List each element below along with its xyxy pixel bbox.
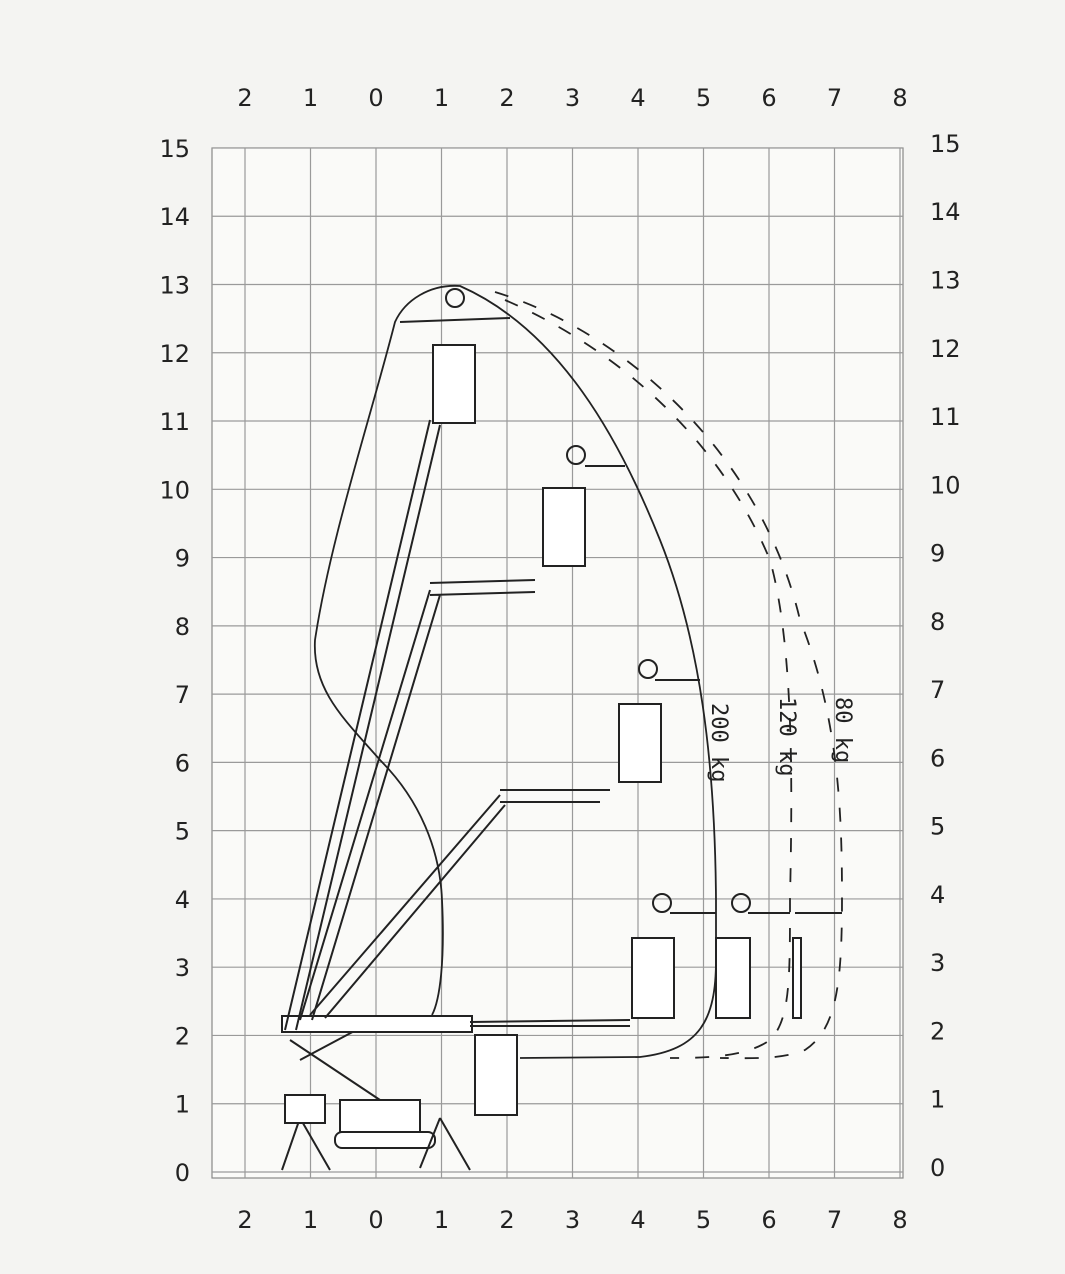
y-tick-left: 15 [159,135,190,163]
y-tick-left: 2 [175,1022,190,1050]
load-label-200kg: 200 kg [706,703,731,782]
y-tick-left: 0 [175,1159,190,1187]
y-tick-left: 7 [175,681,190,709]
x-tick-bottom: 2 [237,1206,252,1234]
y-tick-right: 2 [930,1017,945,1045]
x-tick-bottom: 1 [434,1206,449,1234]
envelope-80kg [494,291,843,1060]
y-tick-right: 10 [930,471,961,499]
x-tick-top: 4 [630,84,645,112]
y-tick-left: 13 [159,271,190,299]
y-tick-left: 8 [175,613,190,641]
spider-lift-machine [281,288,842,1171]
x-tick-top: 1 [303,84,318,112]
x-tick-top: 3 [565,84,580,112]
y-tick-left: 4 [175,886,190,914]
x-tick-top: 8 [892,84,907,112]
x-tick-top: 6 [761,84,776,112]
y-tick-right: 11 [930,403,961,431]
grid-frame [211,147,904,1179]
y-tick-right: 7 [930,676,945,704]
x-tick-bottom: 3 [565,1206,580,1234]
y-tick-right: 4 [930,881,945,909]
y-tick-left: 10 [159,476,190,504]
x-tick-top: 5 [696,84,711,112]
x-tick-bottom: 2 [499,1206,514,1234]
x-tick-bottom: 7 [827,1206,842,1234]
y-tick-right: 6 [930,744,945,772]
y-tick-right: 9 [930,540,945,568]
x-tick-bottom: 8 [892,1206,907,1234]
y-tick-right: 3 [930,949,945,977]
y-tick-right: 1 [930,1086,945,1114]
x-tick-bottom: 0 [368,1206,383,1234]
y-tick-left: 12 [159,340,190,368]
x-tick-bottom: 6 [761,1206,776,1234]
y-tick-left: 9 [175,545,190,573]
y-tick-left: 6 [175,749,190,777]
y-tick-right: 13 [930,266,961,294]
load-label-120kg: 120 kg [774,697,799,776]
x-tick-bottom: 1 [303,1206,318,1234]
y-tick-right: 12 [930,335,961,363]
y-tick-right: 0 [930,1154,945,1182]
y-tick-right: 15 [930,130,961,158]
y-tick-left: 1 [175,1091,190,1119]
y-tick-right: 8 [930,608,945,636]
envelope-200kg [314,285,717,1059]
load-label-80kg: 80 kg [830,697,855,763]
x-tick-top: 7 [827,84,842,112]
y-tick-left: 14 [159,203,190,231]
x-tick-top: 0 [368,84,383,112]
x-tick-top: 1 [434,84,449,112]
y-tick-left: 5 [175,818,190,846]
envelope-120kg [504,299,793,1059]
x-tick-top: 2 [237,84,252,112]
x-tick-bottom: 4 [630,1206,645,1234]
y-tick-right: 5 [930,813,945,841]
y-tick-left: 3 [175,954,190,982]
y-tick-left: 11 [159,408,190,436]
x-tick-top: 2 [499,84,514,112]
y-tick-right: 14 [930,198,961,226]
x-tick-bottom: 5 [696,1206,711,1234]
